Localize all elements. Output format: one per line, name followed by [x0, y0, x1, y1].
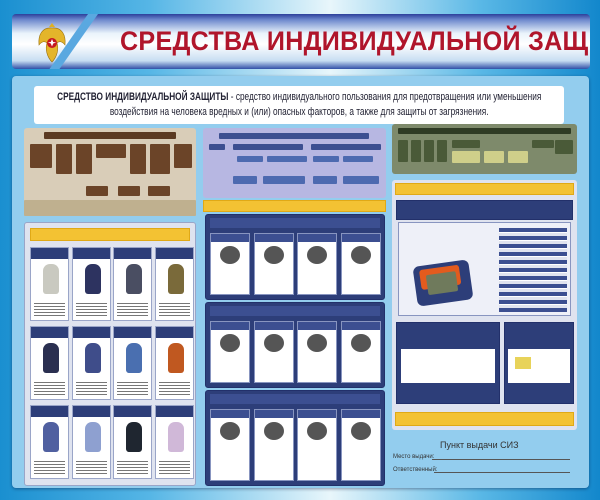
- decontamination-section: [504, 322, 574, 404]
- respiratory-ppe-section: [205, 214, 385, 300]
- protective-suit-card: [113, 326, 152, 400]
- device-card: [210, 321, 250, 383]
- protective-suit-card: [30, 405, 69, 479]
- protective-suit-card: [154, 405, 194, 479]
- protective-suit-card: [71, 247, 111, 321]
- suit-image: [84, 343, 101, 373]
- device-card: [253, 409, 294, 481]
- first-aid-kit-section: [398, 222, 571, 316]
- suit-image: [84, 422, 101, 452]
- protective-suit-card: [154, 326, 194, 400]
- suit-image: [167, 264, 184, 294]
- ppe-classification-chart: [24, 128, 196, 216]
- suit-image: [167, 422, 184, 452]
- device-card: [340, 233, 381, 295]
- suit-image: [126, 264, 142, 294]
- device-card: [297, 233, 337, 295]
- responsible-label: Ответственный:: [393, 467, 438, 473]
- definition-term: СРЕДСТВО ИНДИВИДУАЛЬНОЙ ЗАЩИТЫ: [57, 91, 229, 103]
- issue-point-title: Пункт выдачи СИЗ: [440, 440, 519, 450]
- medical-footer-note: [395, 412, 574, 426]
- medical-ppe-panel: [392, 180, 577, 430]
- device-card: [253, 321, 294, 383]
- protective-suit-card: [71, 405, 111, 479]
- antidote-section: [396, 322, 500, 404]
- issue-place-label: Место выдачи:: [393, 454, 435, 460]
- device-card: [340, 409, 381, 481]
- header-banner: СРЕДСТВА ИНДИВИДУАЛЬНОЙ ЗАЩИТЫ: [12, 14, 590, 69]
- definition-text: - средство индивидуального пользования д…: [109, 91, 542, 118]
- definition-box: СРЕДСТВО ИНДИВИДУАЛЬНОЙ ЗАЩИТЫ - средств…: [34, 86, 564, 124]
- medical-ppe-chart: [392, 124, 577, 174]
- suit-image: [126, 343, 142, 373]
- medical-note: [395, 183, 574, 195]
- first-aid-kit-image: [412, 259, 474, 307]
- definition-paragraph: СРЕДСТВО ИНДИВИДУАЛЬНОЙ ЗАЩИТЫ - средств…: [34, 90, 564, 120]
- device-card: [210, 233, 250, 295]
- suit-image: [43, 343, 59, 373]
- suit-image: [84, 264, 101, 294]
- skin-protection-note: [30, 228, 190, 241]
- protective-suit-card: [30, 326, 69, 400]
- suit-image: [167, 343, 184, 373]
- page-title: СРЕДСТВА ИНДИВИДУАЛЬНОЙ ЗАЩИТЫ: [120, 26, 590, 56]
- issue-place-field: [432, 459, 570, 460]
- protective-suit-card: [71, 326, 111, 400]
- device-card: [297, 409, 337, 481]
- kit-contents-table: [499, 228, 567, 312]
- suit-image: [43, 422, 59, 452]
- device-card: [297, 321, 337, 383]
- responsible-field: [434, 472, 570, 473]
- suit-image: [126, 422, 142, 452]
- respiratory-ppe-section: [205, 302, 385, 388]
- respiratory-ppe-section: [205, 390, 385, 486]
- suit-image: [43, 264, 59, 294]
- device-card: [210, 409, 250, 481]
- respiratory-note: [203, 200, 386, 212]
- first-aid-kit-header: [396, 200, 573, 220]
- respiratory-classification-chart: [203, 128, 386, 198]
- emblem-icon: [38, 23, 66, 63]
- device-card: [340, 321, 381, 383]
- skin-protection-panel: [24, 222, 196, 486]
- protective-suit-card: [113, 405, 152, 479]
- protective-suit-card: [154, 247, 194, 321]
- protective-suit-card: [113, 247, 152, 321]
- protective-suit-card: [30, 247, 69, 321]
- device-card: [253, 233, 294, 295]
